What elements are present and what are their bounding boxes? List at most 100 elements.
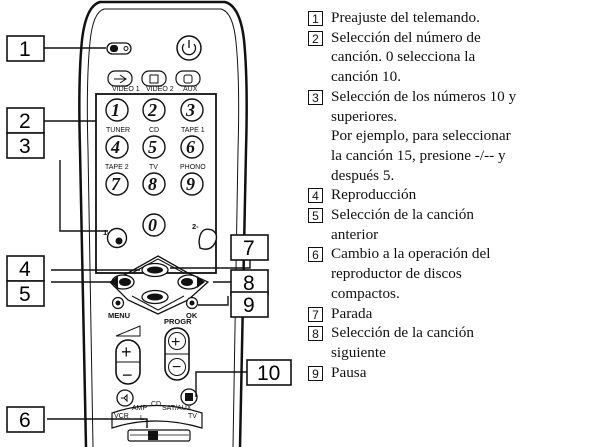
mode-selector-switch[interactable] [111, 404, 203, 442]
cd-function-button[interactable] [180, 388, 198, 406]
legend-number: 5 [308, 208, 323, 224]
legend-text: Preajuste del telemando. [331, 9, 480, 26]
key-6[interactable] [180, 135, 204, 159]
callout-6: 6 [19, 409, 31, 432]
previous-track-button[interactable] [110, 274, 135, 290]
key-7-label: 7 [111, 174, 121, 194]
label-phono: PHONO [180, 164, 206, 171]
legend-text: Cambio a la operación del reproductor de… [331, 245, 491, 302]
callout-7: 7 [243, 237, 255, 260]
ok-label: OK [186, 311, 198, 320]
callout-9: 9 [243, 294, 255, 317]
remote-control-figure: VIDEO 1 VIDEO 2 AUX 1 2 3 4 5 6 7 8 9 0 … [6, 0, 292, 447]
source-label-aux: AUX [183, 86, 198, 93]
source-buttons: VIDEO 1 VIDEO 2 AUX [107, 70, 201, 93]
switch-label-sataux: SAT/AUX [162, 405, 192, 412]
remote-body [78, 0, 248, 447]
key-6-label: 6 [186, 137, 195, 157]
legend-item: 6 Cambio a la operación del reproductor d… [307, 244, 613, 303]
key-1-label: 1 [111, 100, 120, 120]
legend-item: 2 Selección del número de canción. 0 sele… [307, 28, 613, 87]
switch-label-amp: AMP [132, 405, 148, 412]
key-1[interactable] [105, 98, 129, 122]
key-5[interactable] [142, 135, 166, 159]
key-0[interactable] [142, 213, 166, 237]
svg-text:−: − [122, 365, 133, 385]
legend-number: 6 [308, 247, 323, 263]
legend-item: 1 Preajuste del telemando. [307, 8, 613, 28]
legend-item: 7 Parada [307, 304, 613, 324]
key-2[interactable] [142, 98, 166, 122]
legend-number: 3 [308, 89, 323, 105]
callouts: 1 2 3 4 5 6 7 8 9 10 [6, 35, 292, 433]
legend-item: 9 Pausa [307, 363, 613, 383]
key-4[interactable] [105, 135, 129, 159]
video2-button[interactable] [141, 70, 167, 87]
source-label-video1: VIDEO 1 [112, 86, 140, 93]
key-8-label: 8 [148, 174, 157, 194]
key-9-label: 9 [186, 174, 195, 194]
key-0-label: 0 [148, 215, 157, 235]
legend-list: 1 Preajuste del telemando. 2 Selección del… [307, 0, 613, 447]
power-button[interactable] [176, 35, 202, 61]
legend-text: Selección del número de canción. 0 selec… [331, 28, 481, 86]
key-2-label: 2 [147, 100, 157, 120]
callout-5: 5 [19, 283, 31, 306]
key-9[interactable] [180, 172, 204, 196]
key-8[interactable] [142, 172, 166, 196]
digit-keypad: 1 2 3 4 5 6 7 8 9 0 TUNER CD TAPE 1 TAPE… [105, 98, 206, 237]
key-5-label: 5 [148, 137, 157, 157]
label-tuner: TUNER [106, 127, 130, 134]
label-tape2: TAPE 2 [105, 164, 129, 171]
legend-number: 8 [308, 326, 323, 342]
switch-label-vcr: VCR [114, 413, 129, 420]
switch-label-cd: CD [151, 401, 161, 408]
menu-button[interactable] [111, 296, 125, 310]
legend-number: 1 [308, 11, 323, 26]
key-3-label: 3 [185, 100, 195, 120]
key-3[interactable] [180, 98, 204, 122]
legend-text: Selección de la canción anterior [331, 206, 474, 243]
key-7[interactable] [105, 172, 129, 196]
two-dash-label: 2- [192, 222, 199, 231]
callout-4: 4 [19, 258, 31, 281]
label-cd: CD [149, 127, 159, 134]
callout-2: 2 [19, 110, 31, 133]
legend-text: Pausa [331, 363, 367, 381]
callout-8: 8 [243, 272, 255, 295]
progr-label: PROGR [164, 317, 192, 326]
ten-plus-button[interactable]: 1- [103, 227, 128, 249]
volume-icon [115, 325, 141, 337]
aux-button[interactable] [175, 70, 201, 87]
legend-item: 5 Selección de la canción anterior [307, 205, 613, 244]
remote-inner-edge [86, 8, 240, 447]
two-dash-button[interactable]: 2- [192, 222, 218, 250]
legend-text: Reproducción [331, 186, 417, 204]
legend-number: 7 [308, 306, 323, 322]
svg-text:−: − [172, 359, 181, 376]
program-rocker[interactable]: + − [164, 327, 190, 381]
legend-number: 2 [308, 30, 323, 46]
legend-text: Selección de la canción siguiente [331, 324, 474, 361]
svg-text:+: + [171, 334, 180, 351]
legend-number: 4 [308, 188, 323, 204]
pause-button[interactable] [185, 296, 199, 310]
preset-switch[interactable] [106, 42, 132, 55]
leader-lines [44, 47, 251, 428]
switch-label-tv: TV [188, 413, 197, 420]
key-4-label: 4 [110, 137, 120, 157]
play-button[interactable] [141, 262, 169, 278]
volume-rocker[interactable]: + − [115, 339, 141, 385]
mute-button[interactable] [116, 389, 134, 407]
ten-plus-label: 1- [103, 228, 110, 237]
legend-text: Parada [331, 304, 373, 322]
stop-button[interactable] [141, 289, 169, 305]
legend-item: 8 Selección de la canción siguiente [307, 323, 613, 362]
legend-number: 9 [308, 365, 323, 381]
source-label-video2: VIDEO 2 [146, 86, 174, 93]
next-track-button[interactable] [177, 274, 205, 290]
callout-10: 10 [257, 362, 280, 385]
callout-1: 1 [19, 38, 31, 61]
label-tape1: TAPE 1 [181, 127, 205, 134]
